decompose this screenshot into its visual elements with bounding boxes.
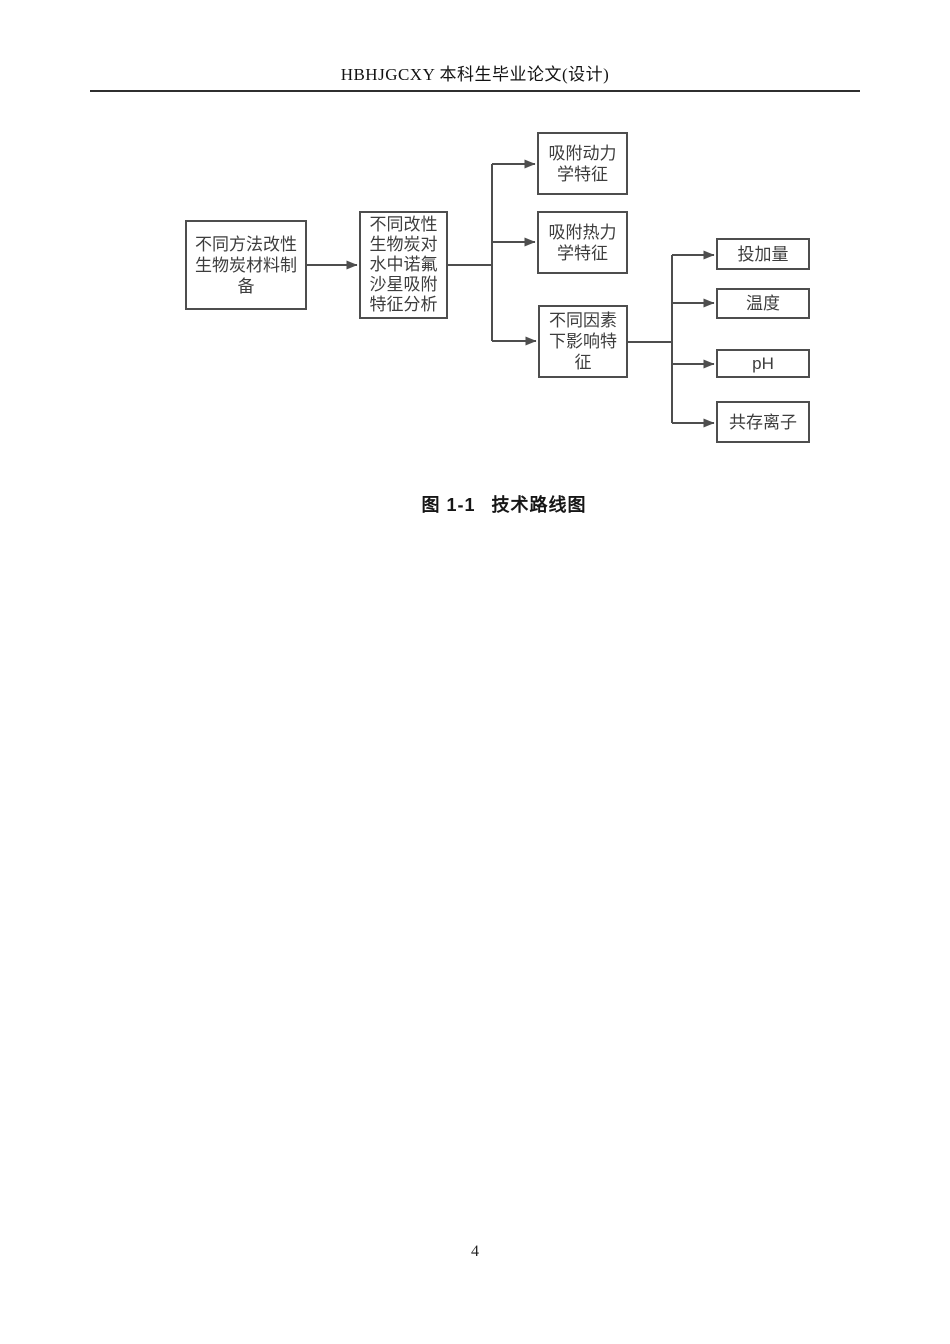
figure-caption-title: 技术路线图 (491, 495, 587, 515)
flow-node-adsorption-kinetics: 吸附动力 学特征 (537, 132, 628, 195)
flow-node-coexisting-ions: 共存离子 (716, 401, 810, 443)
flow-node-adsorption-thermodynamics: 吸附热力 学特征 (537, 211, 628, 274)
figure-caption: 图 1-1 技术路线图 (0, 491, 950, 517)
flow-node-temperature: 温度 (716, 288, 810, 319)
figure-caption-label: 图 1-1 (421, 495, 476, 515)
flow-node-dosage: 投加量 (716, 238, 810, 270)
technical-route-diagram: 不同方法改性 生物炭材料制 备 不同改性 生物炭对 水中诺氟 沙星吸附 特征分析… (0, 0, 950, 470)
header-divider (90, 90, 860, 92)
flow-node-ph: pH (716, 349, 810, 378)
flow-node-norfloxacin-adsorption-analysis: 不同改性 生物炭对 水中诺氟 沙星吸附 特征分析 (359, 211, 448, 319)
connector-lines (307, 159, 715, 428)
page-number: 4 (471, 1243, 479, 1260)
flow-node-modified-biochar-preparation: 不同方法改性 生物炭材料制 备 (185, 220, 307, 310)
flow-node-influencing-factors: 不同因素 下影响特 征 (538, 305, 628, 378)
page-header: HBHJGCXY 本科生毕业论文(设计) (340, 65, 610, 84)
